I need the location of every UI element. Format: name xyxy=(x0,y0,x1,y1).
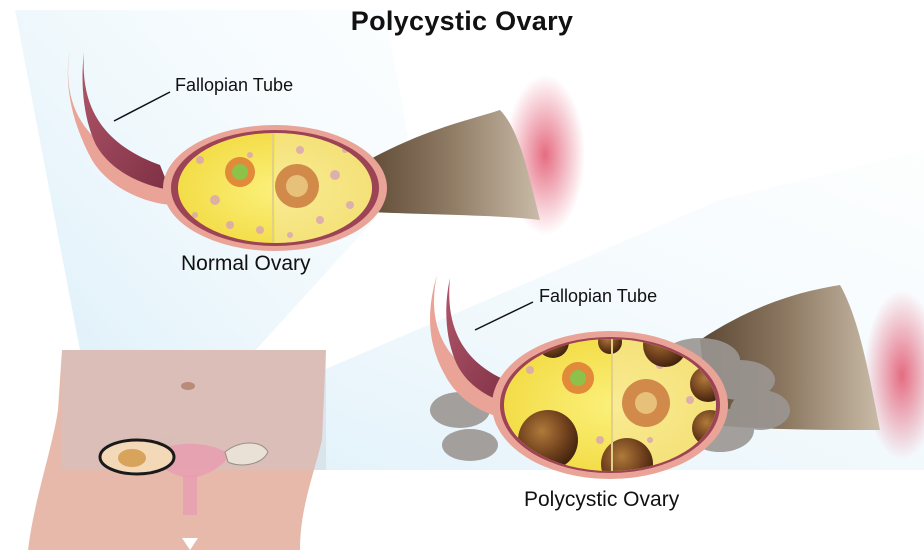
diagram-title: Polycystic Ovary xyxy=(0,6,924,37)
fallopian-tube-label: Fallopian Tube xyxy=(539,286,657,307)
fallopian-tube-label: Fallopian Tube xyxy=(175,75,293,96)
cyst xyxy=(601,438,653,490)
normal-ovary-caption: Normal Ovary xyxy=(181,252,311,276)
pelvis-silhouette xyxy=(28,350,326,550)
navel xyxy=(181,382,195,390)
polycystic-ovary-caption: Polycystic Ovary xyxy=(524,488,679,512)
